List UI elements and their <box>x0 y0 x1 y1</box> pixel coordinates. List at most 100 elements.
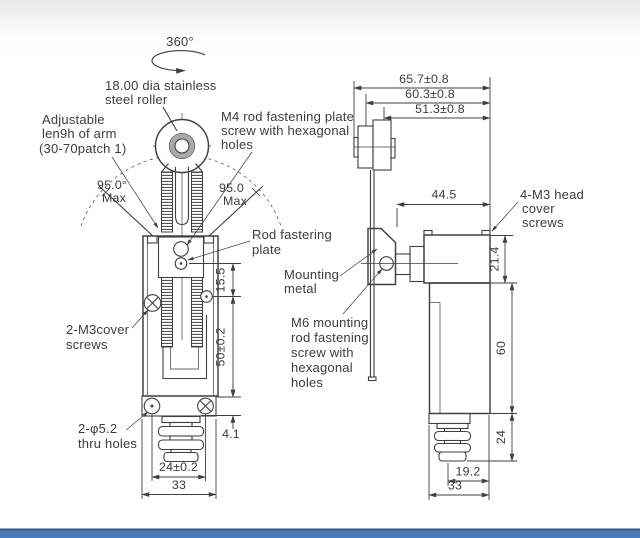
head-screw-bump-left <box>423 229 433 236</box>
dim-51-3: 51.3±0.8 <box>415 102 465 116</box>
mounting-bracket <box>367 227 425 286</box>
bellows-ridge1 <box>157 425 205 437</box>
head-screw-bump-right <box>481 229 491 236</box>
arm-neck-right <box>195 163 203 173</box>
m6-screw-label-line5: holes <box>291 375 323 390</box>
bellows-gap2 <box>169 435 193 441</box>
bellows-front <box>157 415 205 463</box>
footer-bar <box>0 528 640 538</box>
dim-4-1: 4.1 <box>222 427 240 441</box>
limit-tick-left <box>101 187 111 197</box>
cover-screws-leader <box>131 309 149 329</box>
m4-screw-label-line1: M4 rod fastening plate <box>221 109 354 124</box>
side-bottom-dimensions: 19.2 33 <box>428 415 490 500</box>
roller-bearing-ring <box>169 133 195 159</box>
rod-plate-label-line2: plate <box>252 242 281 257</box>
m6-screw-label-line3: screw with <box>291 345 354 360</box>
arm-length-label-line3: (30-70patch 1) <box>39 141 126 156</box>
dim-21-4: 21.4 <box>488 247 502 272</box>
dim-24-side: 24 <box>494 430 508 444</box>
bellows-end <box>163 451 199 463</box>
limit-tick-right <box>251 187 261 197</box>
bellows-ridge2 <box>433 442 472 453</box>
side-top-dimensions: 65.7±0.8 60.3±0.8 51.3±0.8 44.5 <box>353 72 491 233</box>
side-right-dimensions: 21.4 60 24 <box>467 234 517 462</box>
rotation-limit-lines: 95.0° Max 95.0 Max <box>80 154 282 263</box>
thru-holes-leader <box>125 411 149 431</box>
front-dimensions: 15.5 50±0.2 4.1 24±0.2 33 <box>141 262 241 499</box>
bellows-end <box>438 451 467 462</box>
arm-strip-lower-right <box>191 277 203 348</box>
head-screws-label-line1: 4-M3 head <box>520 187 584 202</box>
dim-19-2: 19.2 <box>456 465 481 479</box>
switch-body-side <box>361 229 491 462</box>
mounting-metal-label-line1: Mounting <box>284 267 339 282</box>
dim-50: 50±0.2 <box>214 327 228 366</box>
bracket-boss-large <box>409 245 425 283</box>
dim-33-side: 33 <box>448 479 462 493</box>
roller-side-right <box>372 119 392 171</box>
angle-right-max: Max <box>223 194 248 208</box>
dim-60: 60 <box>494 341 508 355</box>
dim-44-5: 44.5 <box>432 188 457 202</box>
rotation-indicator: 360° <box>151 34 206 74</box>
lever-rod <box>367 170 377 382</box>
dim-65-7: 65.7±0.8 <box>399 72 449 86</box>
m6-screw-label-line1: M6 mounting <box>291 315 368 330</box>
switch-body-front <box>141 235 219 463</box>
index-hole-dot <box>205 295 208 298</box>
roller-diameter-label-line2: steel roller <box>105 92 168 107</box>
m6-screw-label-line4: hexagonal <box>291 360 353 375</box>
rod-fastening-screw-dot <box>179 262 183 265</box>
lever-rod-end <box>367 376 377 382</box>
roller-side-tab-right <box>390 137 396 159</box>
side-labels: 4-M3 head cover screws Mounting metal M6… <box>284 187 584 390</box>
bellows-gap1 <box>169 421 193 428</box>
roller-side <box>353 119 396 171</box>
bellows-ridge2 <box>157 439 205 451</box>
arm-slot <box>174 167 190 226</box>
arm-serrated-strip-right <box>191 171 203 233</box>
head-screws-label-line3: screws <box>522 215 564 230</box>
roller-hub-circle <box>168 132 196 160</box>
bellows-cap <box>161 415 201 424</box>
footer-bar-edge <box>0 528 640 531</box>
roller-axle-circle <box>174 138 190 154</box>
roller-outer-circle <box>154 118 210 174</box>
dim-60-3: 60.3±0.8 <box>405 87 455 101</box>
cover-screws-label-line2: screws <box>66 337 108 352</box>
m4-label-leader <box>186 151 253 246</box>
thru-holes-label-line1: 2-φ5.2 <box>78 421 117 436</box>
bellows-ridge1 <box>433 430 472 442</box>
bracket-outline <box>367 227 397 286</box>
bellows-side <box>433 422 472 462</box>
plate-pivot-hole <box>173 241 189 257</box>
arm-label-leader <box>111 156 159 229</box>
dim-24: 24±0.2 <box>159 460 198 474</box>
arm-serrated-strip-left <box>161 171 173 233</box>
body-corner-tab-left <box>146 235 158 244</box>
m6-screw-leader <box>342 268 383 315</box>
arm-length-label-line1: Adjustable <box>42 112 105 127</box>
arm-strip-lower-left <box>161 277 173 348</box>
rotation-label: 360° <box>166 34 194 49</box>
bellows-cap <box>436 422 469 430</box>
rod-plate-leader <box>187 240 251 261</box>
thru-holes-label-line2: thru holes <box>78 436 137 451</box>
rod-plate-label-line1: Rod fastering <box>252 227 332 242</box>
m6-screw-label-line2: rod fastening <box>291 330 369 345</box>
front-labels: 18.00 dia stainless steel roller Adjusta… <box>39 78 354 451</box>
mounting-screw-cross2 <box>199 400 212 412</box>
angle-left-max: Max <box>102 191 127 205</box>
roller-label-leader <box>162 106 178 132</box>
head-screws-label-line2: cover <box>522 201 555 216</box>
angle-left-value: 95.0° <box>97 178 127 192</box>
angle-right-value: 95.0 <box>219 181 244 195</box>
bracket-boss-small <box>394 253 411 276</box>
mounting-metal-label-line2: metal <box>284 281 317 296</box>
arm-length-label-line2: len9h of arm <box>42 126 117 141</box>
m4-screw-label-line2: screw with hexagonal <box>221 123 349 138</box>
side-view: 65.7±0.8 60.3±0.8 51.3±0.8 44.5 21.4 60 … <box>284 72 584 500</box>
